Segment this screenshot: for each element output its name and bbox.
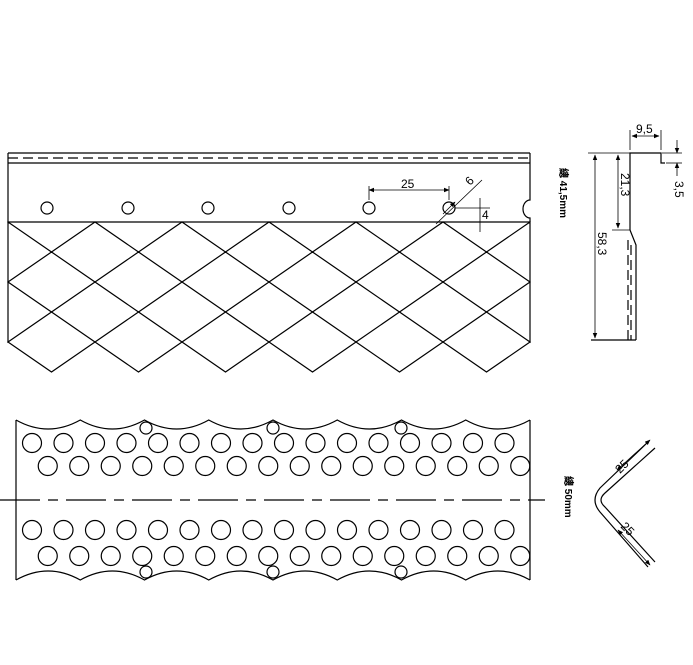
expanded-mesh	[6, 220, 532, 373]
perforation-hole	[384, 545, 405, 567]
perforation-hole	[147, 519, 169, 541]
perforation-hole	[132, 455, 153, 477]
perforation-hole	[289, 545, 310, 567]
dim-hole-offset-text: 4	[482, 208, 489, 222]
perforation-hole	[258, 455, 279, 477]
perforation-hole	[384, 455, 405, 477]
perforation-hole	[368, 432, 389, 454]
perforation-hole	[116, 432, 137, 454]
perforation-hole	[352, 455, 373, 477]
perforation-hole	[53, 519, 74, 541]
perforation-hole	[258, 545, 279, 567]
perforation-hole	[273, 432, 295, 454]
perforation-hole	[69, 545, 90, 567]
perforation-hole	[139, 565, 153, 579]
dimension-hole-offset: 4	[455, 198, 490, 232]
perforation-hole	[494, 432, 515, 454]
perforation-hole	[336, 519, 358, 541]
perforation-hole	[321, 455, 342, 477]
perforation-hole	[368, 519, 389, 541]
perforation-hole	[478, 455, 499, 477]
perforation-hole	[399, 432, 421, 454]
perforation-hole	[226, 455, 247, 477]
angle-bead-profile: 25 25	[594, 439, 656, 568]
perforation-hole	[210, 519, 232, 541]
perforation-hole	[179, 519, 200, 541]
perforation-hole	[69, 455, 90, 477]
perforation-hole	[415, 455, 436, 477]
perforation-hole	[21, 519, 43, 541]
perforation-hole	[21, 432, 43, 454]
perforation-hole	[163, 545, 184, 567]
perforation-hole	[163, 455, 184, 477]
perforation-hole	[266, 421, 280, 435]
perforation-hole	[84, 519, 106, 541]
perforation-hole	[37, 545, 58, 567]
dim-flange-width-text: 9,5	[636, 122, 653, 136]
mesh-bead-side-profile: 58,3 21,3 9,5 3,5	[588, 122, 686, 341]
perforation-hole	[84, 432, 106, 454]
mesh-bead-front-view	[6, 152, 532, 373]
perforation-hole	[321, 545, 342, 567]
perforation-hole	[305, 519, 326, 541]
dim-total-height-text: 58,3	[595, 232, 609, 256]
perforation-hole	[289, 455, 310, 477]
perforation-hole	[399, 519, 421, 541]
mesh-bead-width-label: 總 41,5mm	[557, 168, 570, 218]
perforation-hole	[195, 545, 216, 567]
perforation-hole	[242, 519, 263, 541]
angle-bead-width-label: 總 50mm	[562, 476, 575, 518]
perforation-hole	[462, 432, 484, 454]
perforation-hole	[40, 201, 54, 215]
perforation-hole	[121, 201, 135, 215]
perforation-hole	[53, 432, 74, 454]
perforation-hole	[100, 455, 121, 477]
perforation-hole	[336, 432, 358, 454]
perforation-hole	[116, 519, 137, 541]
perforation-hole	[494, 519, 515, 541]
perforation-hole	[139, 421, 153, 435]
perforation-hole	[147, 432, 169, 454]
perforation-hole	[415, 545, 436, 567]
perforation-hole	[362, 201, 376, 215]
perforation-hole	[266, 565, 280, 579]
perforation-hole	[394, 565, 408, 579]
dim-lip-height-text: 3,5	[672, 181, 686, 198]
perforation-hole	[201, 201, 215, 215]
perforation-holes	[21, 421, 531, 579]
perforation-hole	[352, 545, 373, 567]
perforation-hole	[37, 455, 58, 477]
dimension-hole-diameter: 6	[435, 173, 483, 225]
mesh-strands	[6, 220, 532, 373]
dim-hole-pitch-text: 25	[401, 177, 415, 191]
perforation-hole	[195, 455, 216, 477]
perforation-hole	[478, 545, 499, 567]
perforation-hole	[447, 455, 468, 477]
perforation-hole	[431, 432, 452, 454]
perforation-hole	[282, 201, 296, 215]
perforation-hole	[179, 432, 200, 454]
perforation-hole	[242, 432, 263, 454]
perforation-hole	[100, 545, 121, 567]
perforation-hole	[447, 545, 468, 567]
perforation-hole	[510, 545, 531, 567]
perforation-hole	[510, 455, 531, 477]
perforation-hole	[431, 519, 452, 541]
dim-upper-height-text: 21,3	[618, 173, 632, 197]
dim-hole-diameter-text: 6	[462, 173, 477, 188]
perforation-hole	[305, 432, 326, 454]
angle-bead-flat-view	[0, 419, 545, 581]
perforation-hole	[226, 545, 247, 567]
perforation-hole	[394, 421, 408, 435]
perforation-hole	[210, 432, 232, 454]
dimension-hole-pitch: 25	[368, 177, 450, 200]
perforation-hole	[462, 519, 484, 541]
perforation-hole	[273, 519, 295, 541]
perforation-hole	[132, 545, 153, 567]
